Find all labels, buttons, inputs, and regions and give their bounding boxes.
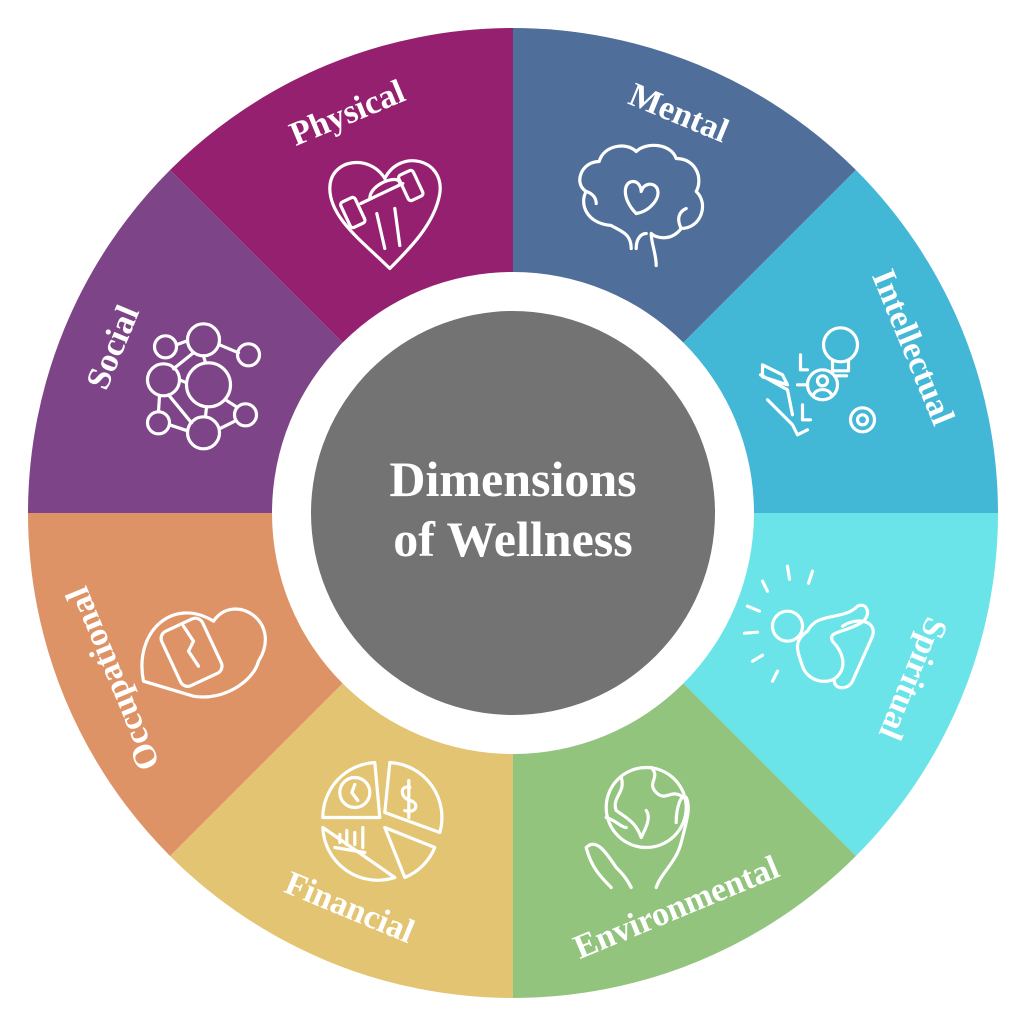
globe-in-hands-icon xyxy=(584,765,690,890)
heart-dumbbell-icon xyxy=(328,159,442,271)
center-circle xyxy=(311,311,715,715)
center-title-line2: of Wellness xyxy=(393,511,632,567)
center-title-line1: Dimensions xyxy=(389,451,636,507)
heart-briefcase-icon xyxy=(140,607,267,699)
network-globes-icon xyxy=(145,322,262,451)
pie-chart-finance-icon xyxy=(321,760,444,882)
meditation-icon xyxy=(742,564,875,690)
brain-heart-icon xyxy=(578,143,705,268)
book-lightbulb-gear-icon xyxy=(758,326,877,437)
